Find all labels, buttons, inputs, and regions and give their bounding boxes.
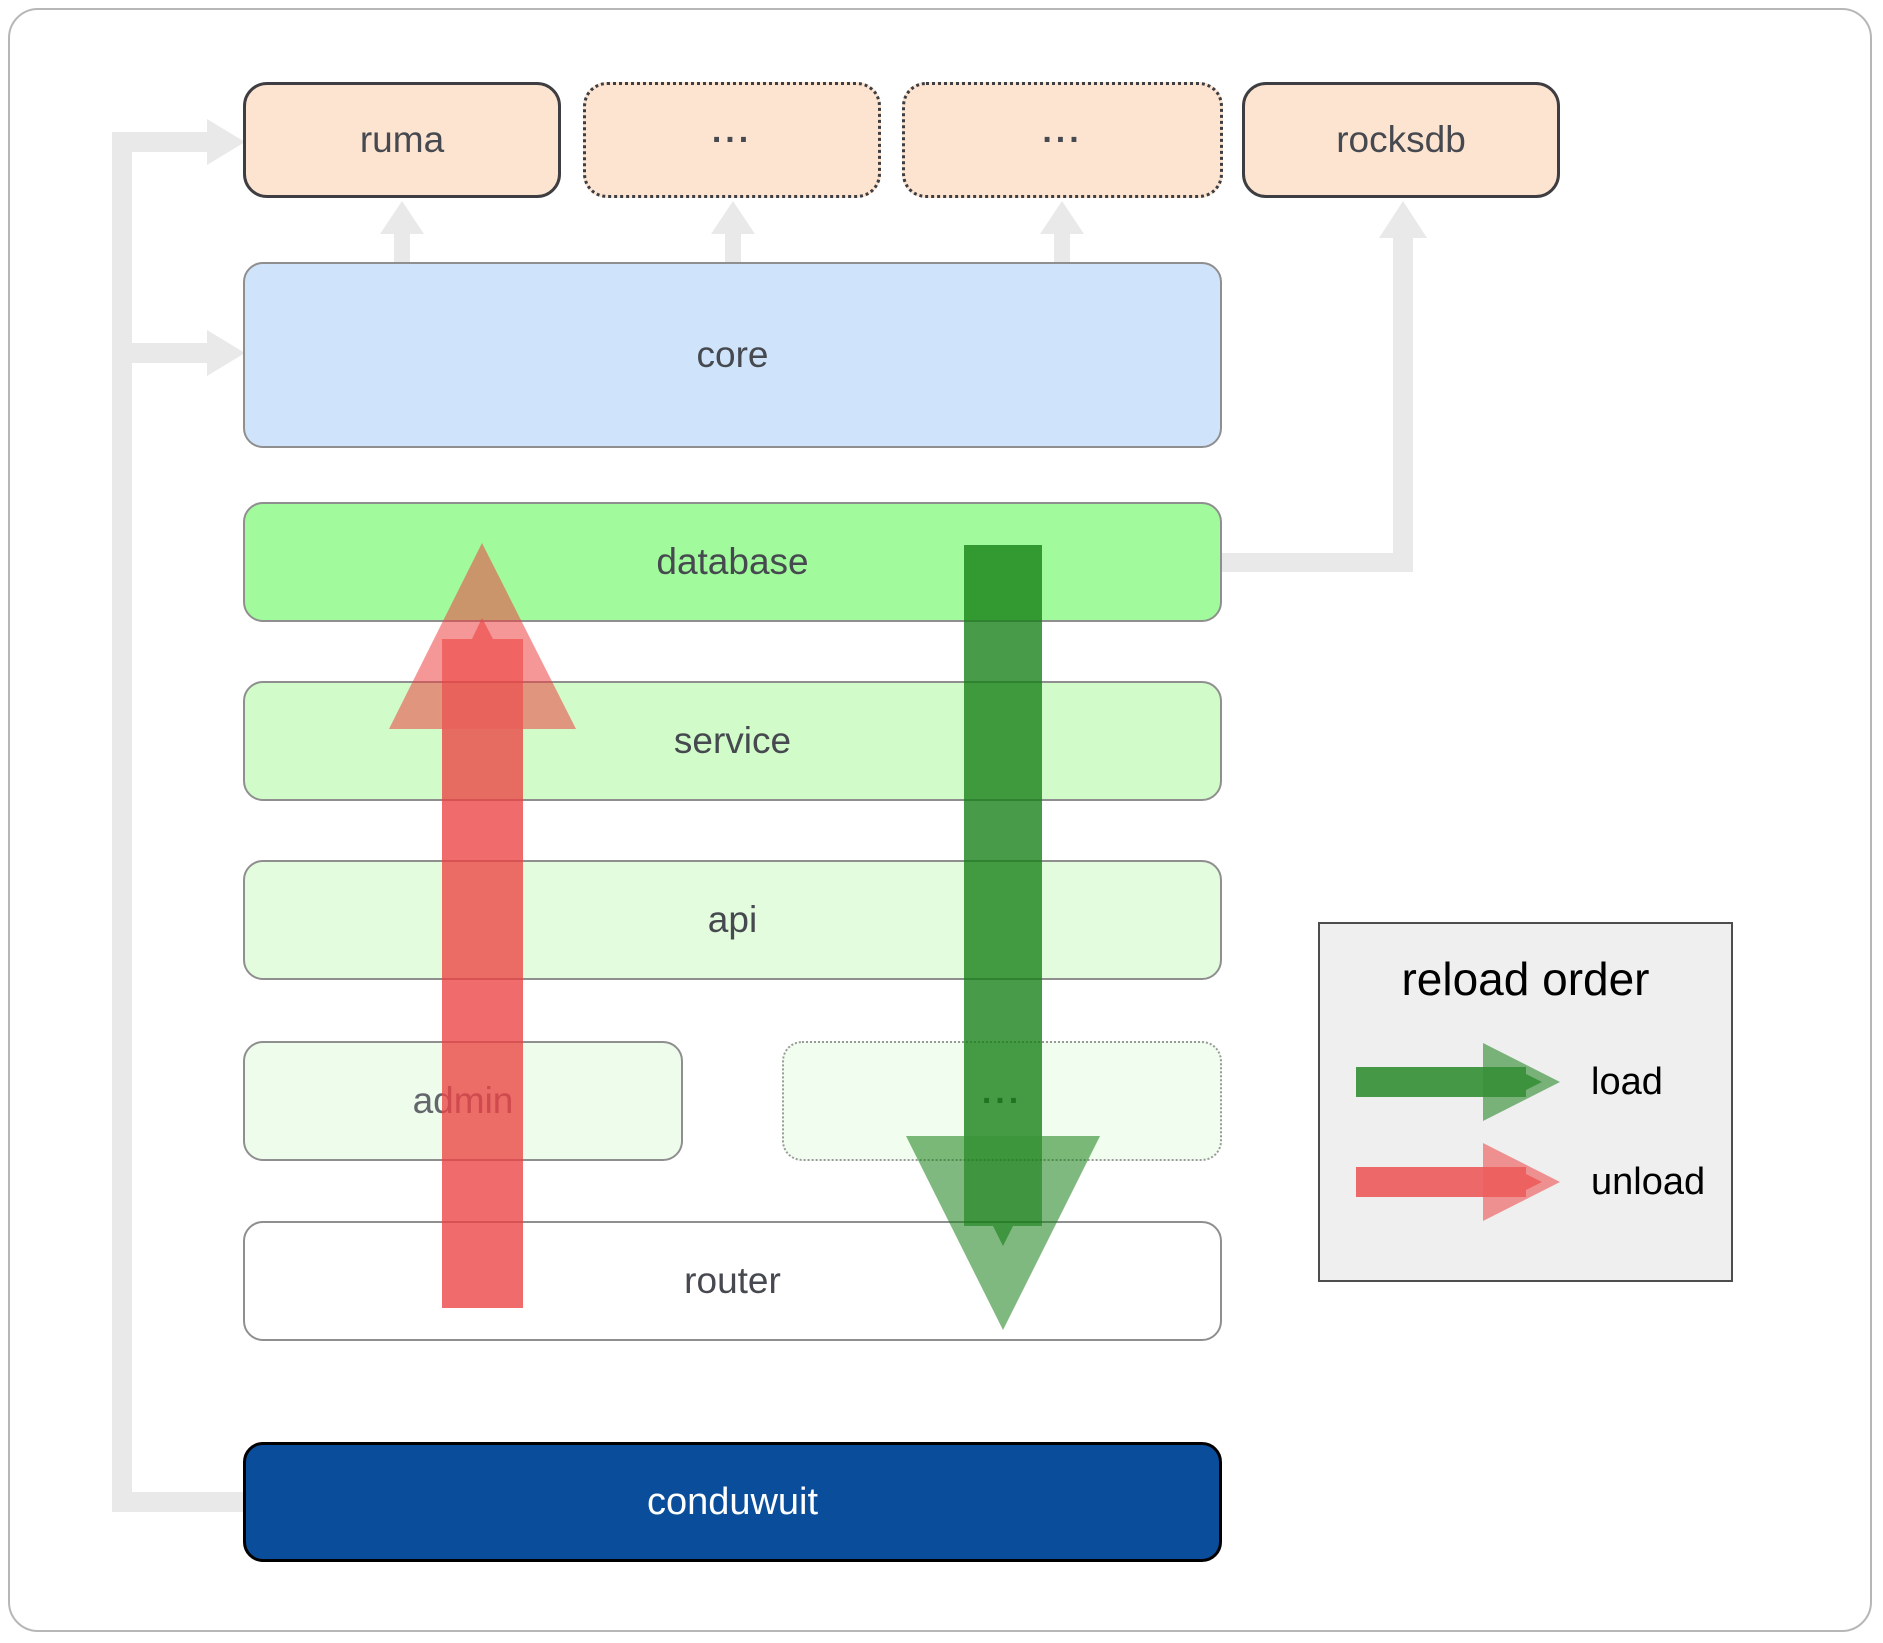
legend-row-unload: unload <box>1356 1142 1705 1222</box>
box-router-label: router <box>684 1260 781 1301</box>
box-ruma-label: ruma <box>359 119 445 160</box>
box-module-etc-label: ... <box>981 1072 1023 1111</box>
legend: reload order load unload <box>1318 922 1733 1282</box>
legend-unload-label: unload <box>1591 1160 1706 1203</box>
box-admin: admin <box>243 1041 683 1161</box>
box-service-label: service <box>673 720 792 761</box>
legend-load-arrow-icon <box>1356 1043 1560 1121</box>
box-dependency-1-label: ... <box>711 111 753 150</box>
box-admin-label: admin <box>412 1080 514 1121</box>
box-rocksdb: rocksdb <box>1242 82 1560 198</box>
box-core-label: core <box>696 334 769 375</box>
box-dependency-1: ... <box>583 82 881 198</box>
box-module-etc: ... <box>782 1041 1222 1161</box>
page-border <box>8 8 1872 1632</box>
box-service: service <box>243 681 1222 801</box>
box-rocksdb-label: rocksdb <box>1336 119 1466 160</box>
box-router: router <box>243 1221 1222 1341</box>
box-dependency-2: ... <box>902 82 1223 198</box>
box-api-label: api <box>707 899 758 940</box>
box-api: api <box>243 860 1222 980</box>
legend-row-load: load <box>1356 1042 1663 1122</box>
box-database-label: database <box>656 541 809 582</box>
box-database: database <box>243 502 1222 622</box>
box-dependency-2-label: ... <box>1042 111 1083 150</box>
legend-title: reload order <box>1401 953 1650 1005</box>
box-conduwuit-label: conduwuit <box>646 1480 819 1523</box>
box-conduwuit: conduwuit <box>243 1442 1222 1562</box>
box-core: core <box>243 262 1222 448</box>
legend-load-label: load <box>1591 1060 1663 1103</box>
legend-unload-arrow-icon <box>1356 1143 1560 1221</box>
box-ruma: ruma <box>243 82 561 198</box>
